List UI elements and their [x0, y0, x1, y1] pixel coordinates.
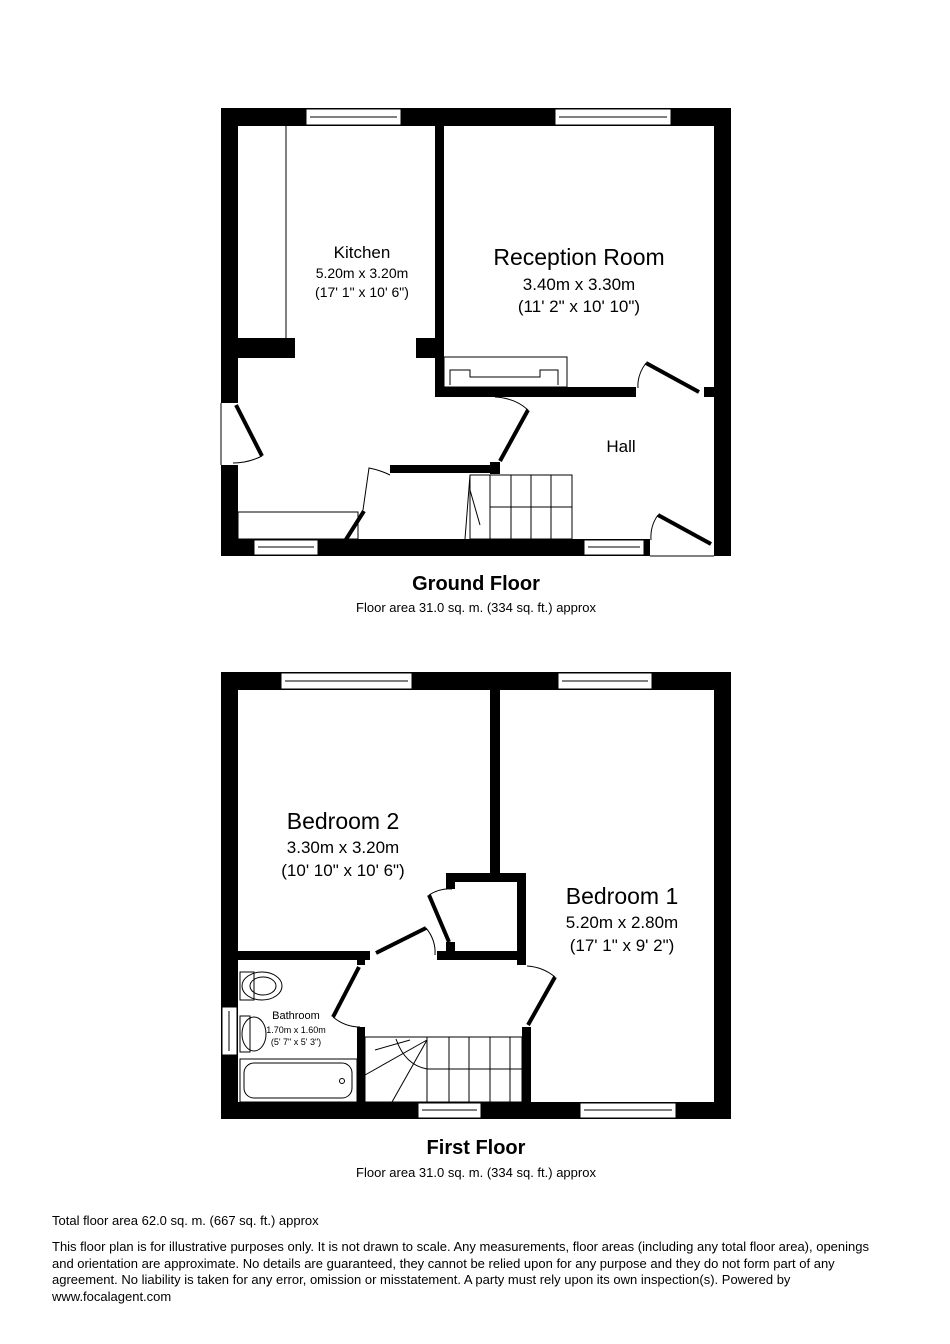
bathroom-metric: 1.70m x 1.60m: [266, 1025, 326, 1035]
ground-floor-plan: Kitchen 5.20m x 3.20m (17' 1" x 10' 6") …: [220, 108, 731, 615]
hall-label: Hall: [606, 437, 635, 456]
room-labels: Bedroom 2 3.30m x 3.20m (10' 10" x 10' 6…: [266, 808, 678, 1047]
kitchen-metric: 5.20m x 3.20m: [316, 265, 409, 281]
toilet-icon: [239, 971, 255, 1001]
ground-floor-area: Floor area 31.0 sq. m. (334 sq. ft.) app…: [356, 600, 596, 615]
bathroom-fixtures: [239, 971, 358, 1103]
bedroom-2-label: Bedroom 2: [287, 808, 400, 834]
room-labels: Kitchen 5.20m x 3.20m (17' 1" x 10' 6") …: [315, 243, 665, 456]
ground-floor-title: Ground Floor: [412, 573, 540, 595]
bedroom-2-metric: 3.30m x 3.20m: [287, 838, 399, 857]
walls: [221, 108, 731, 556]
bedroom-2-imperial: (10' 10" x 10' 6"): [281, 861, 404, 880]
bedroom-1-label: Bedroom 1: [566, 883, 679, 909]
reception-imperial: (11' 2" x 10' 10"): [518, 297, 640, 316]
windows: [221, 672, 677, 1119]
reception-metric: 3.40m x 3.30m: [523, 275, 635, 294]
kitchen-label: Kitchen: [334, 243, 391, 262]
first-floor-area: Floor area 31.0 sq. m. (334 sq. ft.) app…: [356, 1165, 596, 1180]
staircase: [464, 474, 573, 540]
bathroom-imperial: (5' 7" x 5' 3"): [271, 1037, 321, 1047]
kitchen-imperial: (17' 1" x 10' 6"): [315, 284, 409, 300]
reception-label: Reception Room: [493, 244, 664, 270]
doors: [331, 888, 557, 1028]
bathtub-icon: [239, 1058, 358, 1103]
first-floor-title: First Floor: [427, 1137, 526, 1159]
doors: [232, 361, 712, 546]
first-floor-plan: Bedroom 2 3.30m x 3.20m (10' 10" x 10' 6…: [221, 672, 731, 1180]
windows: [253, 108, 672, 556]
total-floor-area: Total floor area 62.0 sq. m. (667 sq. ft…: [52, 1213, 319, 1228]
bedroom-1-imperial: (17' 1" x 9' 2"): [570, 936, 675, 955]
basin-icon: [239, 1015, 251, 1053]
fixtures: [220, 126, 714, 557]
staircase: [364, 1036, 523, 1103]
bedroom-1-metric: 5.20m x 2.80m: [566, 913, 678, 932]
disclaimer: This floor plan is for illustrative purp…: [52, 1239, 869, 1304]
bathroom-label: Bathroom: [272, 1010, 320, 1022]
